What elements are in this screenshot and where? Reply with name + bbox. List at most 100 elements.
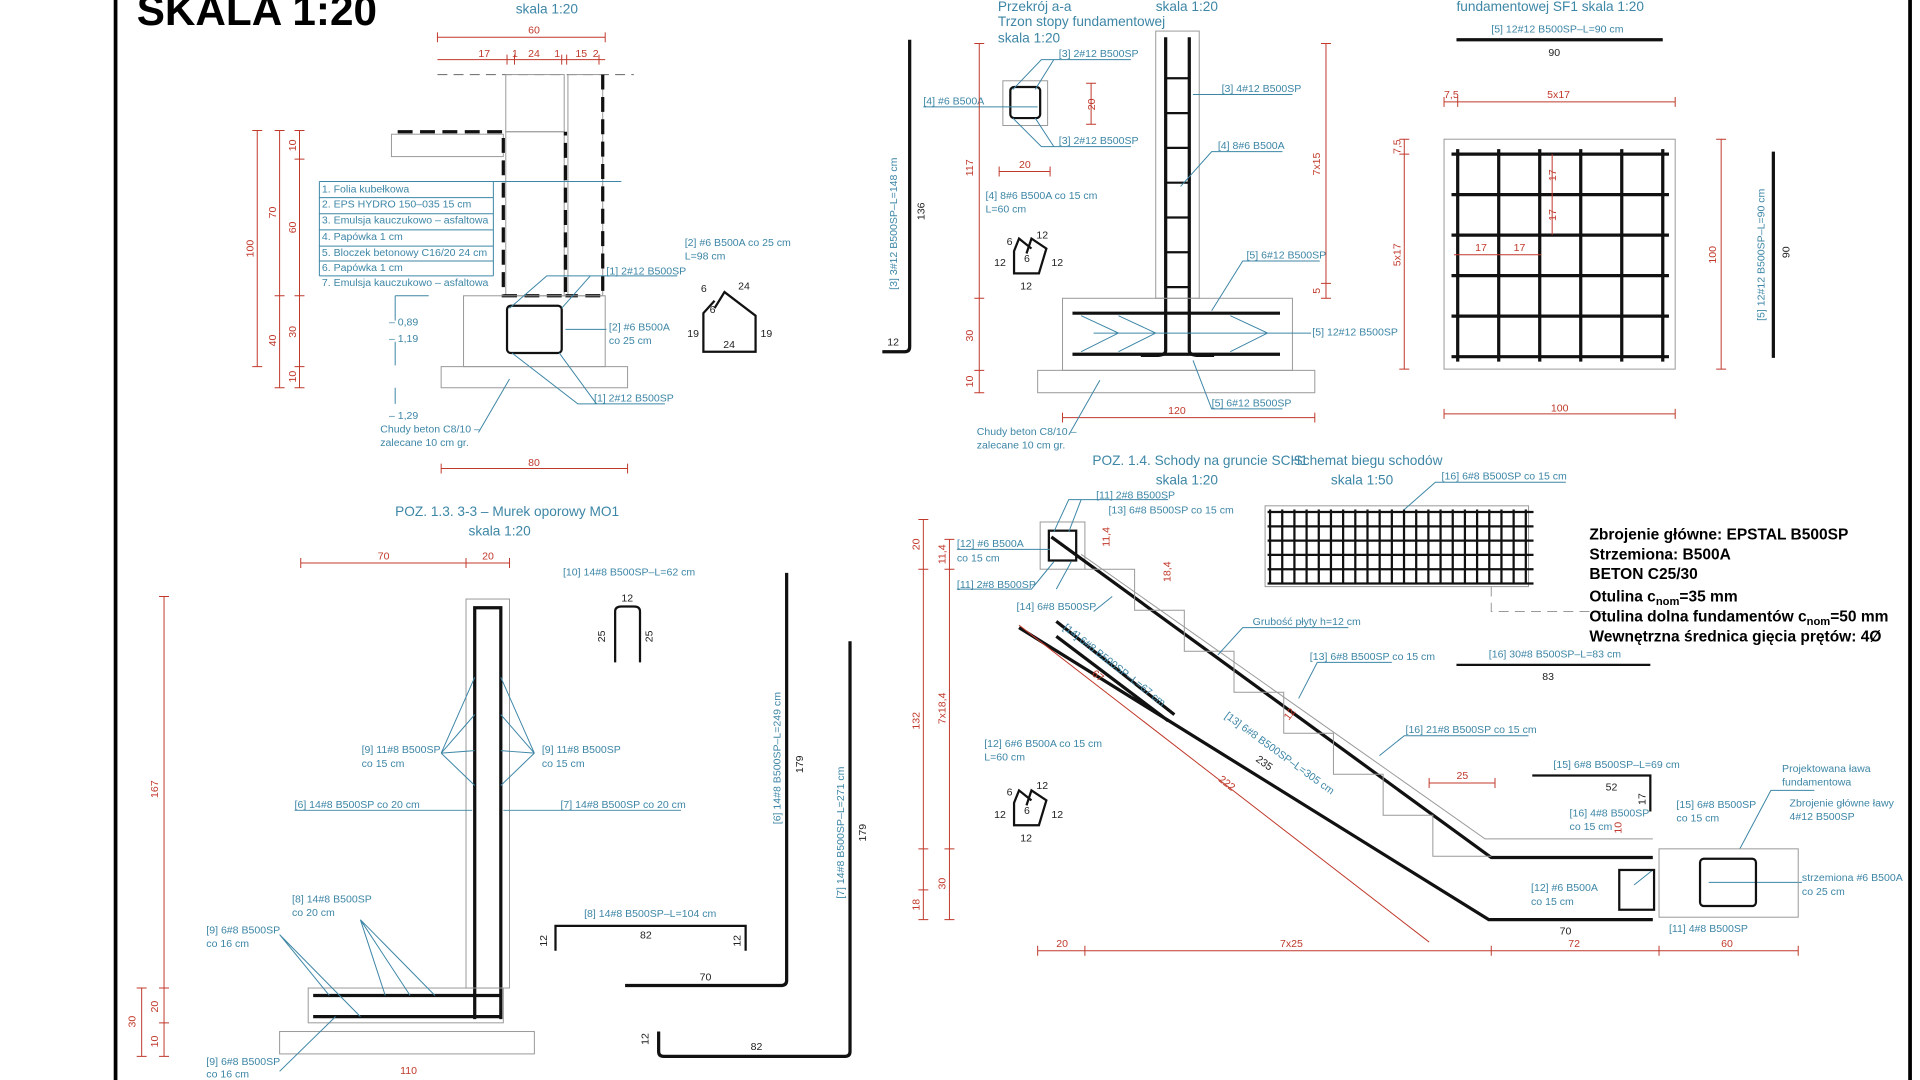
rebar-label: co 15 cm bbox=[1570, 821, 1613, 833]
shape-dim: 235 bbox=[1253, 753, 1274, 773]
rebar-shape-label: [5] 12#12 B500SP–L=90 cm bbox=[1491, 23, 1623, 35]
dim-text: 1 bbox=[554, 48, 560, 60]
rebar-shape-label: [2] #6 B500A co 25 cm bbox=[685, 237, 791, 249]
shape-dim: 12 bbox=[640, 1033, 652, 1045]
section-scale: skala 1:20 bbox=[1156, 473, 1219, 488]
rebar-shape-label: L=60 cm bbox=[984, 752, 1025, 764]
dim-text: 30 bbox=[937, 878, 949, 890]
shape-dim: 12 bbox=[887, 337, 899, 349]
rebar-label: [4] 8#6 B500A bbox=[1218, 140, 1286, 152]
rebar-label: co 15 cm bbox=[957, 553, 1000, 565]
rebar-label: [12] #6 B500A bbox=[1531, 882, 1599, 894]
rebar-label: [3] 2#12 B500SP bbox=[1059, 135, 1139, 147]
shape-dim: 12 bbox=[732, 935, 744, 947]
rebar-label: [16] 6#8 B500SP co 15 cm bbox=[1442, 471, 1567, 483]
level-mark: – 0,89 bbox=[389, 317, 418, 329]
dim-text: 10 bbox=[287, 371, 299, 383]
rebar-label: [13] 6#8 B500SP co 15 cm bbox=[1109, 504, 1234, 516]
rebar-shape-label: [13] 6#8 B500SP–L=305 cm bbox=[1222, 710, 1336, 798]
shape-dim: 52 bbox=[1606, 781, 1618, 793]
general-notes: Zbrojenie główne: EPSTAL B500SP Strzemio… bbox=[1589, 526, 1888, 645]
dim-text: 5x17 bbox=[1547, 89, 1570, 101]
s1-scale: skala 1:20 bbox=[516, 2, 579, 17]
shape-dim: 6 bbox=[1024, 805, 1030, 817]
rebar-label: [4] #6 B500A bbox=[923, 95, 985, 107]
shape-dim: 17 bbox=[1636, 793, 1648, 805]
rebar-label: [2] #6 B500A bbox=[609, 322, 671, 334]
foundation-note: 4#12 B500SP bbox=[1790, 811, 1855, 823]
shape-dim: 82 bbox=[640, 929, 652, 941]
rebar-label: [9] 6#8 B500SP bbox=[206, 924, 280, 936]
rebar-shape-label: [12] 6#6 B500A co 15 cm bbox=[984, 738, 1102, 750]
dim-text: 60 bbox=[287, 221, 299, 233]
rebar-label: [11] 2#8 B500SP bbox=[957, 579, 1036, 591]
dim-text: 20 bbox=[1019, 159, 1031, 171]
shape-dim: 179 bbox=[857, 824, 869, 842]
shape-dim: 136 bbox=[916, 202, 928, 220]
shape-dim: 90 bbox=[1548, 47, 1560, 59]
dim-text: 30 bbox=[287, 326, 299, 338]
note-line: Otulina dolna fundamentów cnom=50 mm bbox=[1589, 608, 1888, 628]
dim-text: 17 bbox=[1514, 242, 1526, 254]
shape-dim: 12 bbox=[1051, 809, 1063, 821]
level-mark: – 1,19 bbox=[389, 333, 418, 345]
section-foundation-wall: skala 1:20 60 17 1 24 1 15 2 1. Folia ku… bbox=[245, 2, 791, 474]
dim-text: 1 bbox=[512, 48, 518, 60]
mesh-grid bbox=[1451, 149, 1669, 362]
note-line: Strzemiona: B500A bbox=[1589, 546, 1730, 563]
rebar-shape-label: [7] 14#8 B500SP–L=271 cm bbox=[835, 766, 847, 898]
level-mark: – 1,29 bbox=[389, 410, 418, 422]
scale-title: SKALA 1:20 bbox=[137, 0, 377, 34]
section-scale: skala 1:20 bbox=[1156, 0, 1219, 14]
dim-text: 10 bbox=[287, 139, 299, 151]
shape-dim: 70 bbox=[700, 972, 712, 984]
dim-text: 17 bbox=[1547, 169, 1559, 181]
shape-dim: 12 bbox=[538, 935, 550, 947]
rebar-label: [3] 4#12 B500SP bbox=[1222, 83, 1302, 95]
dim-text: 7x15 bbox=[1311, 152, 1323, 175]
section-title: POZ. 1.4. Schody na gruncie SCH1 bbox=[1092, 453, 1308, 468]
shape-dim: 25 bbox=[596, 630, 608, 642]
shape-dim: 12 bbox=[1020, 281, 1032, 293]
rebar-shape-label: [4] 8#6 B500A co 15 cm bbox=[985, 190, 1097, 202]
rebar-label: [11] 4#8 B500SP bbox=[1669, 923, 1748, 935]
shape-dim: 83 bbox=[1542, 671, 1554, 683]
rebar-label: [5] 6#12 B500SP bbox=[1246, 250, 1326, 262]
legend-item: 3. Emulsja kauczukowo – asfaltowa bbox=[322, 215, 489, 227]
concrete-note: zalecane 10 cm gr. bbox=[380, 437, 469, 449]
dim-text: 17 bbox=[1547, 209, 1559, 221]
dim-text: 7,5 bbox=[1444, 89, 1459, 101]
dim-text: 60 bbox=[528, 25, 540, 37]
section-title: Przekrój a-a bbox=[998, 0, 1072, 14]
shape-dim: 179 bbox=[794, 755, 806, 773]
dim-text: 100 bbox=[245, 240, 257, 258]
dim-text: 20 bbox=[482, 550, 494, 562]
dim-text: 70 bbox=[267, 207, 279, 219]
dim-text: 20 bbox=[1086, 98, 1098, 110]
shape-dim: 25 bbox=[643, 630, 655, 642]
shape-dim: 12 bbox=[621, 593, 633, 605]
shape-dim: 12 bbox=[1036, 230, 1048, 242]
shape-dim: 6 bbox=[1007, 236, 1013, 248]
rebar-shape-label: [5] 12#12 B500SP–L=90 cm bbox=[1756, 188, 1768, 320]
concrete-note: Chudy beton C8/10 – bbox=[380, 423, 480, 435]
rebar-label: [11] 2#8 B500SP bbox=[1096, 489, 1175, 501]
note-line: BETON C25/30 bbox=[1589, 566, 1697, 583]
rebar-label: [1] 2#12 B500SP bbox=[594, 392, 674, 404]
rebar-label: [7] 14#8 B500SP co 20 cm bbox=[560, 799, 685, 811]
dim-text: 30 bbox=[126, 1016, 138, 1028]
section-title: POZ. 1.3. 3-3 – Murek oporowy MO1 bbox=[395, 504, 619, 519]
dim-text: 10 bbox=[1613, 822, 1625, 834]
shape-dim: 12 bbox=[1036, 780, 1048, 792]
section-retaining-wall: POZ. 1.3. 3-3 – Murek oporowy MO1 skala … bbox=[126, 504, 869, 1080]
shape-dim: 12 bbox=[994, 809, 1006, 821]
legend-item: 7. Emulsja kauczukowo – asfaltowa bbox=[322, 277, 489, 289]
shape-dim: 24 bbox=[738, 281, 750, 293]
foundation-note: Projektowana ława bbox=[1782, 763, 1871, 775]
legend-item: 1. Folia kubełkowa bbox=[322, 184, 409, 196]
rebar-label: co 15 cm bbox=[1531, 896, 1574, 908]
dim-text: 7,5 bbox=[1392, 139, 1404, 154]
rebar-label: [16] 4#8 B500SP bbox=[1570, 808, 1650, 820]
section-foundation-mesh: fundamentowej SF1 skala 1:20 [5] 12#12 B… bbox=[1392, 0, 1793, 419]
stirrup-note: co 25 cm bbox=[1802, 886, 1845, 898]
